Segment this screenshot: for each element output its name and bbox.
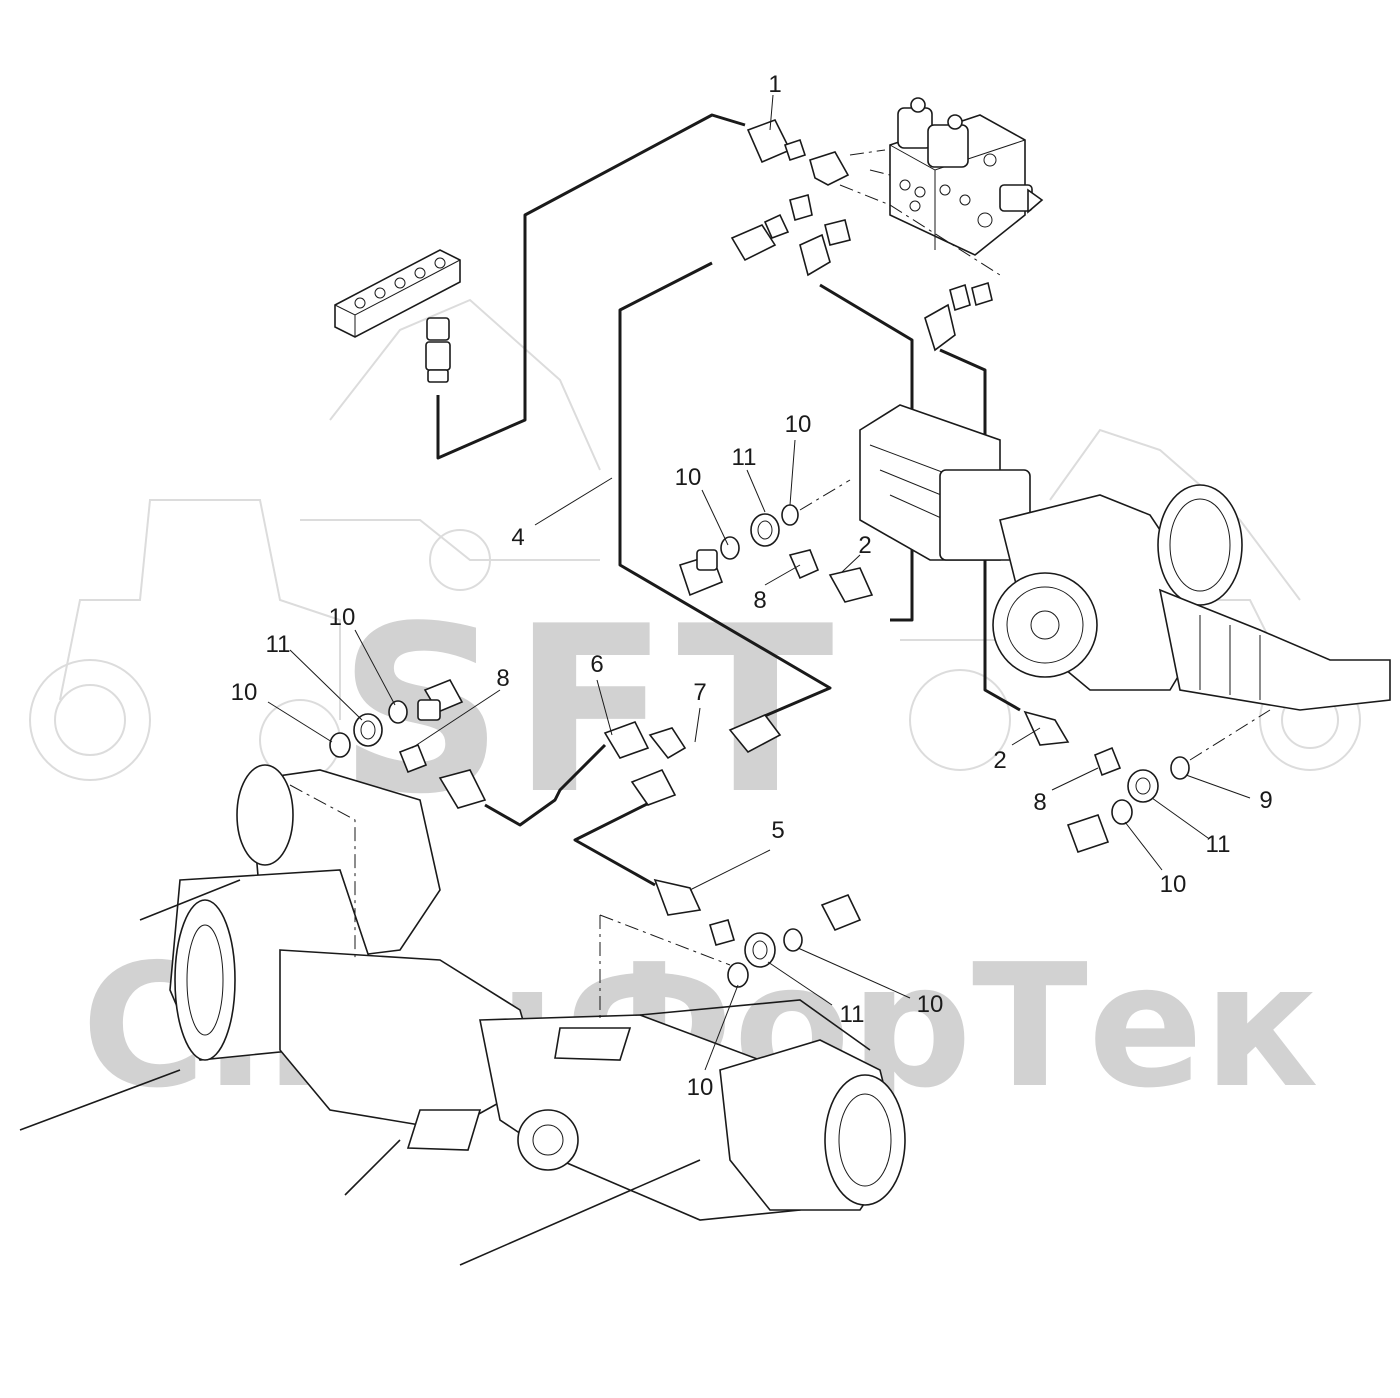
valve-block xyxy=(889,97,1044,256)
hose-4 xyxy=(618,261,832,720)
callout-7: 7 xyxy=(693,679,706,706)
callout-10: 10 xyxy=(917,991,944,1018)
callout-10: 10 xyxy=(687,1074,714,1101)
callout-2: 2 xyxy=(858,532,871,559)
callout-2: 2 xyxy=(993,747,1006,774)
callout-4: 4 xyxy=(511,524,524,551)
hose-1 xyxy=(436,113,746,460)
callout-10: 10 xyxy=(329,604,356,631)
callout-10: 10 xyxy=(785,411,812,438)
watermark-tractor-outline xyxy=(29,499,341,781)
hose-fittings xyxy=(438,119,1070,916)
callout-11: 11 xyxy=(266,631,291,658)
centerlines xyxy=(839,149,1001,276)
manifold-block xyxy=(334,249,461,383)
callout-8: 8 xyxy=(1033,789,1046,816)
fitting-group-lower xyxy=(708,893,862,988)
fitting-group-right xyxy=(1066,709,1271,854)
callout-5: 5 xyxy=(771,817,784,844)
callouts: 1 4 10 11 10 2 8 10 11 10 8 6 7 2 8 9 11… xyxy=(231,71,1273,1101)
fitting-group-left xyxy=(329,678,464,774)
leader-lines xyxy=(267,94,1251,1071)
callout-11: 11 xyxy=(1206,831,1231,858)
hose-5 xyxy=(573,798,656,887)
callout-8: 8 xyxy=(496,665,509,692)
callout-6: 6 xyxy=(590,651,603,678)
callout-11: 11 xyxy=(840,1001,865,1028)
left-axle xyxy=(19,764,906,1266)
callout-10: 10 xyxy=(675,464,702,491)
hose-6 xyxy=(484,743,607,827)
fitting-group-center xyxy=(678,479,851,597)
callout-10: 10 xyxy=(1160,871,1187,898)
callout-8: 8 xyxy=(753,587,766,614)
watermark-excavator-outline xyxy=(300,298,601,591)
right-axle xyxy=(859,404,1391,711)
callout-1: 1 xyxy=(768,71,781,98)
callout-11: 11 xyxy=(732,444,757,471)
callout-9: 9 xyxy=(1259,787,1272,814)
callout-10: 10 xyxy=(231,679,258,706)
